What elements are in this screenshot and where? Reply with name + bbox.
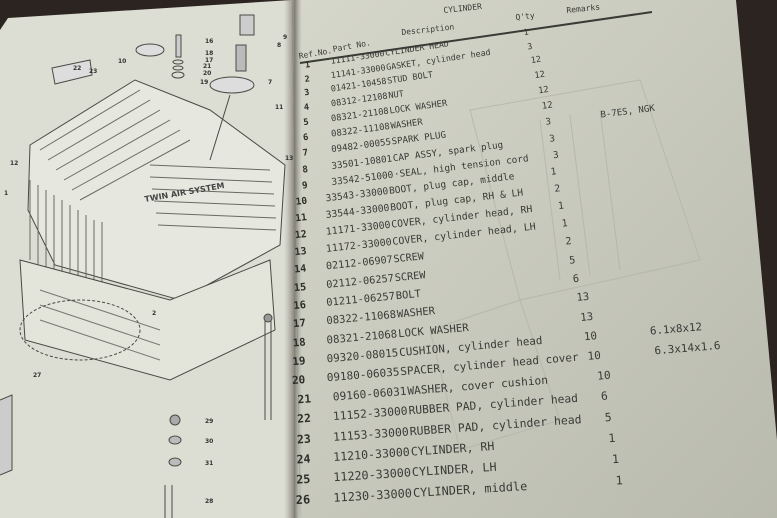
description: BOLT	[395, 287, 422, 303]
quantity: 1	[561, 218, 569, 230]
page-gutter	[284, 0, 302, 518]
quantity: 2	[564, 236, 573, 248]
ref-number: 13	[294, 246, 308, 259]
diagram-callout-number: 11	[275, 104, 284, 111]
diagram-callout-number: 19	[200, 79, 209, 86]
ref-number: 22	[296, 411, 312, 426]
diagram-callout-number: 28	[205, 498, 214, 505]
quantity: 5	[604, 409, 613, 425]
bolt	[175, 34, 182, 58]
quantity: 6	[600, 389, 609, 403]
cylinder-head-cover	[27, 79, 286, 301]
ref-number: 14	[293, 263, 307, 276]
diagram-callout-number: 16	[205, 38, 214, 45]
nut	[169, 414, 181, 426]
ref-number: 5	[302, 117, 310, 129]
spark-plug	[235, 44, 247, 72]
diagram-callout-number: 29	[205, 418, 214, 425]
quantity: 12	[533, 69, 546, 82]
stud-bolt	[264, 320, 272, 420]
diagram-callout-number: 1	[4, 190, 9, 197]
quantity: 1	[607, 430, 616, 446]
quantity: 13	[579, 309, 594, 324]
ref-number: 24	[296, 451, 311, 467]
diagram-callout-number: 10	[118, 58, 127, 65]
boot	[209, 76, 255, 94]
quantity: 10	[583, 329, 598, 344]
diagram-callout-number: 18	[205, 50, 214, 57]
diagram-callout-number: 22	[73, 65, 82, 72]
right-page	[292, 0, 777, 518]
quantity: 1	[557, 200, 565, 213]
diagram-callout-number: 13	[285, 155, 294, 162]
diagram-callout-number: 27	[33, 372, 42, 379]
quantity: 1	[550, 166, 558, 178]
ref-number: 9	[301, 179, 309, 192]
quantity: 12	[537, 84, 550, 97]
diagram-callout-number: 23	[89, 68, 98, 75]
ref-number: 6	[302, 132, 310, 144]
gasket	[19, 299, 141, 361]
quantity: 10	[596, 368, 612, 383]
ref-number: 18	[292, 335, 307, 350]
quantity: 13	[576, 290, 590, 304]
quantity: 5	[568, 254, 576, 267]
ref-number: 12	[294, 228, 308, 242]
ref-number: 11	[294, 212, 308, 225]
quantity: 3	[548, 133, 556, 145]
quantity: 12	[541, 100, 554, 112]
diagram-callout-number: 9	[283, 34, 288, 41]
quantity: 6	[572, 272, 580, 286]
quantity: 2	[553, 183, 561, 195]
ref-number: 7	[302, 148, 309, 159]
ref-number: 20	[291, 373, 306, 388]
ref-number: 15	[293, 281, 307, 295]
quantity: 1	[615, 473, 624, 488]
diagram-callout-number: 17	[205, 57, 214, 64]
ref-number: 23	[296, 431, 312, 447]
ref-number: 19	[291, 354, 306, 369]
rubber-pad	[51, 59, 93, 85]
quantity: 12	[530, 54, 542, 67]
quantity: 10	[587, 348, 602, 363]
show-through-drawing	[429, 79, 701, 451]
cylinder-block	[19, 259, 276, 381]
ref-number: 21	[297, 392, 312, 407]
diagram-callout-number: 20	[203, 70, 212, 77]
header-rule	[299, 11, 653, 64]
diagram-callout-number: 31	[205, 460, 214, 467]
ref-number: 16	[292, 298, 307, 313]
ref-number: 26	[295, 492, 311, 508]
ref-number: 25	[295, 471, 311, 487]
quantity: 3	[552, 149, 560, 162]
diagram-callout-number: 21	[203, 63, 212, 70]
diagram-callout-number: 8	[277, 42, 282, 49]
ref-number: 8	[301, 163, 309, 176]
description: NUT	[387, 89, 405, 102]
quantity: 1	[611, 451, 620, 467]
cylinder-exploded-diagram	[0, 14, 286, 518]
cushion	[135, 43, 165, 57]
diagram-callout-number: 2	[152, 310, 157, 317]
diagram-callout-number: 7	[268, 79, 273, 86]
plug-cap	[239, 14, 255, 36]
quantity: 3	[545, 117, 552, 128]
ref-number: 17	[292, 317, 307, 331]
diagram-callout-number: 30	[205, 438, 214, 445]
ref-number: 10	[295, 195, 308, 208]
diagram-callout-number: 12	[10, 160, 19, 167]
